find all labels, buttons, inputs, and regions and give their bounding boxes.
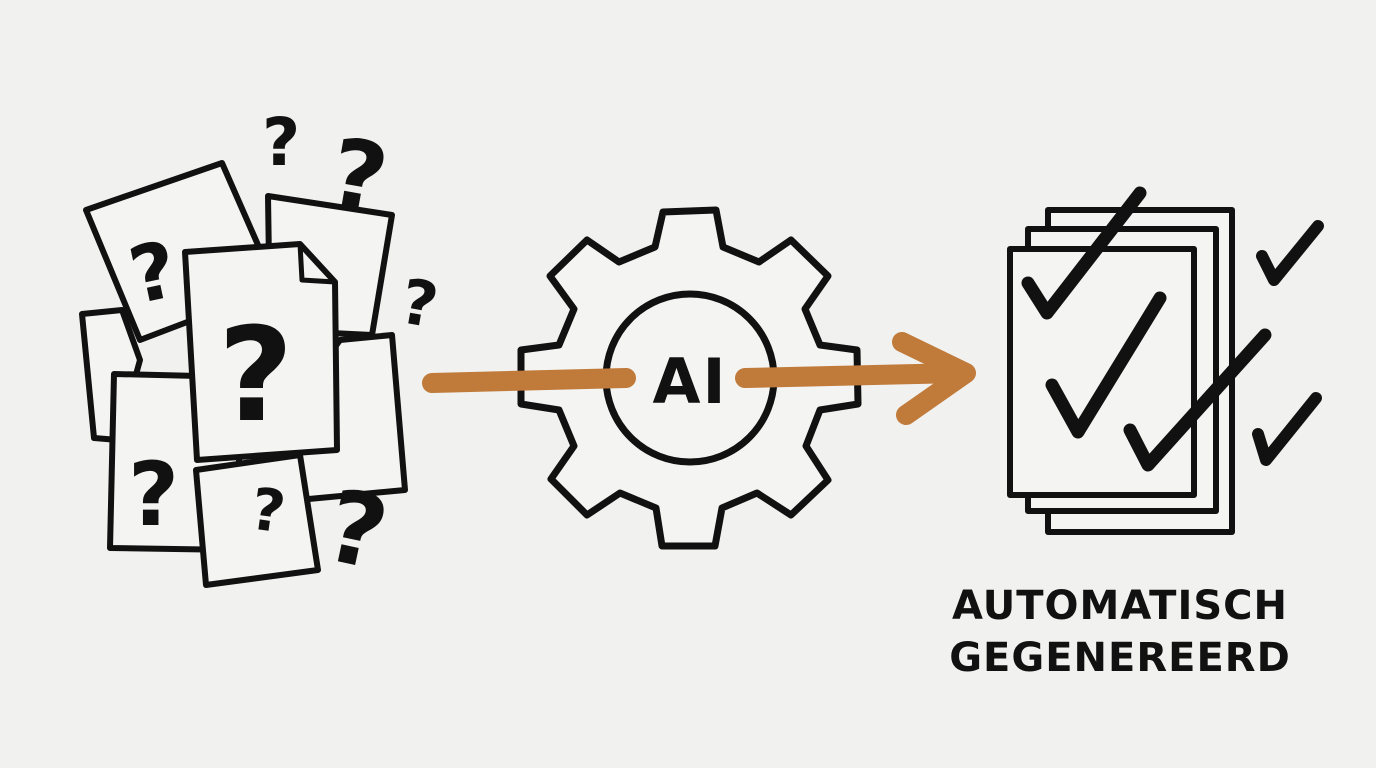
check-icon	[1252, 392, 1322, 466]
svg-text:?: ?	[218, 299, 293, 451]
check-icon	[1256, 220, 1324, 286]
gear-label: AI	[652, 345, 728, 418]
check-icon	[1021, 186, 1147, 320]
output-arrow-line	[735, 363, 972, 388]
arrow-head-icon	[892, 332, 976, 425]
check-icon	[1045, 291, 1167, 439]
svg-text:?: ?	[128, 443, 179, 546]
svg-text:?: ?	[262, 104, 300, 181]
caption: AUTOMATISCH GEGENEREERD	[940, 580, 1300, 684]
check-icon	[1123, 328, 1272, 472]
caption-line-1: AUTOMATISCH	[952, 583, 1288, 629]
caption-line-2: GEGENEREERD	[949, 635, 1291, 681]
input-arrow-line	[422, 368, 636, 393]
